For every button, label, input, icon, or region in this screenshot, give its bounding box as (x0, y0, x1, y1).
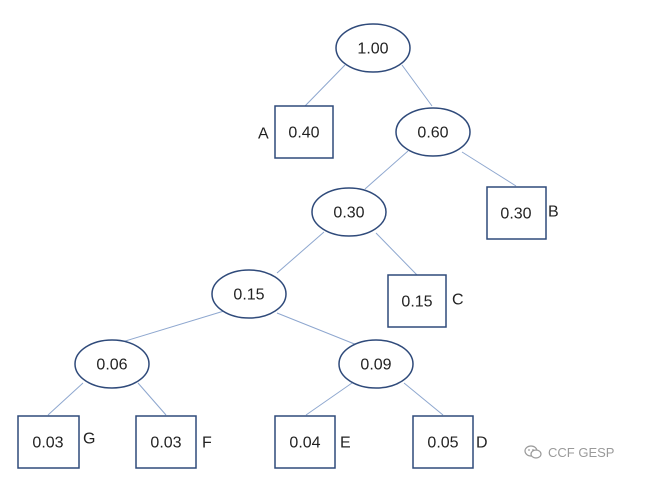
edge-006-f (137, 382, 167, 416)
leaf-f-value: 0.03 (150, 435, 181, 452)
edge-009-d (403, 382, 444, 416)
leaf-c (387, 274, 447, 328)
label-a: A (258, 126, 269, 143)
leaf-a (274, 105, 334, 159)
leaf-e-value: 0.04 (289, 435, 320, 452)
node-root-value: 1.00 (357, 41, 388, 58)
tree-edges (47, 64, 517, 416)
node-015 (211, 269, 287, 319)
edge-015-006 (121, 310, 225, 343)
watermark-text: CCF GESP (548, 444, 615, 460)
wechat-icon (524, 444, 542, 460)
edge-060-b (461, 151, 517, 187)
node-009 (338, 339, 414, 389)
label-e: E (340, 435, 351, 452)
edge-030-c (375, 232, 418, 276)
label-b: B (548, 204, 559, 221)
label-c: C (452, 292, 464, 309)
edge-060-030 (364, 150, 409, 190)
node-060-value: 0.60 (417, 125, 448, 142)
leaf-c-value: 0.15 (401, 294, 432, 311)
leaf-g (17, 415, 80, 469)
node-015-value: 0.15 (233, 287, 264, 304)
node-006 (74, 339, 150, 389)
leaf-b (486, 186, 547, 240)
node-006-value: 0.06 (96, 357, 127, 374)
edge-030-015 (276, 231, 325, 274)
node-060 (395, 107, 471, 157)
edge-015-009 (276, 312, 358, 346)
leaf-a-value: 0.40 (288, 125, 319, 142)
label-f: F (202, 435, 212, 452)
node-root (335, 23, 411, 73)
leaf-g-value: 0.03 (32, 435, 63, 452)
leaf-b-value: 0.30 (500, 206, 531, 223)
leaf-d (412, 415, 474, 469)
edge-006-g (47, 382, 84, 416)
leaf-d-value: 0.05 (427, 435, 458, 452)
node-009-value: 0.09 (360, 357, 391, 374)
edge-root-a (304, 64, 346, 107)
leaf-f (135, 415, 197, 469)
watermark: CCF GESP (524, 444, 614, 460)
node-030-value: 0.30 (333, 205, 364, 222)
leaf-e (274, 415, 336, 469)
label-g: G (83, 431, 95, 448)
edge-009-e (305, 382, 353, 416)
label-d: D (476, 435, 488, 452)
node-030 (311, 187, 387, 237)
edge-root-060 (401, 64, 433, 107)
